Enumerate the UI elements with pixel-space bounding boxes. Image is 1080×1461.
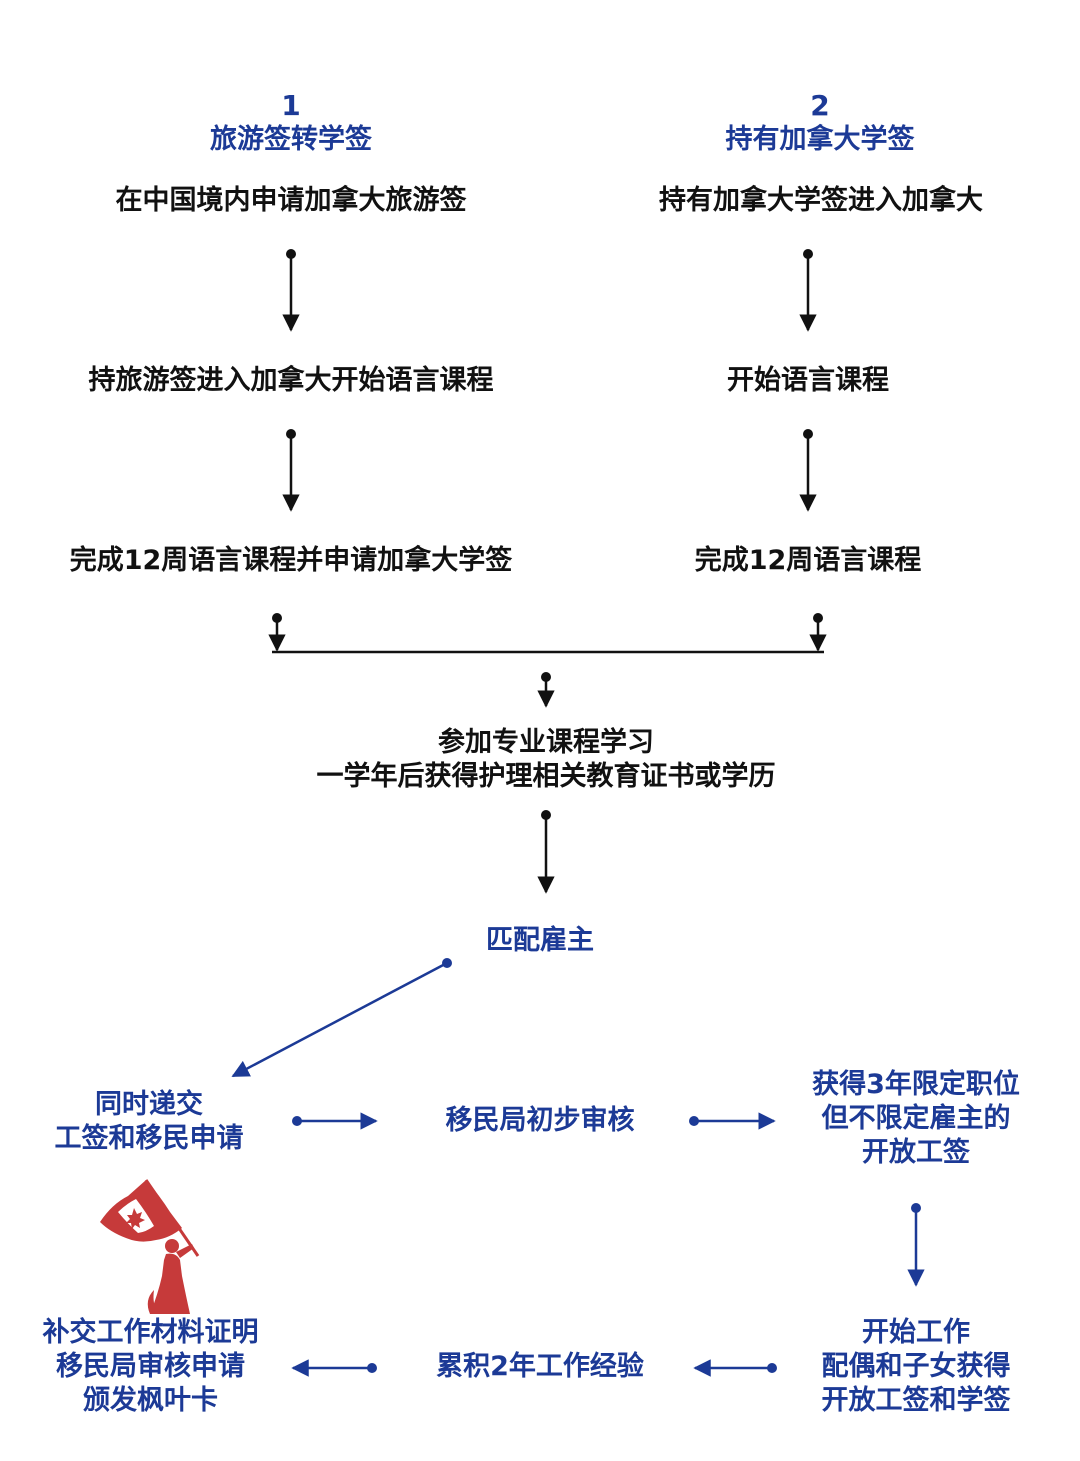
arrow-review-to-permit (689, 1112, 776, 1130)
open-work-permit: 获得3年限定职位 但不限定雇主的 开放工签 (780, 1068, 1052, 1169)
path2-number: 2 (810, 89, 830, 122)
arrow-permit-to-work (907, 1203, 925, 1287)
path1-number: 1 (281, 89, 301, 122)
arrow-to-employer (537, 810, 555, 894)
open-permit-line1: 获得3年限定职位 (812, 1069, 1020, 1100)
arrow-right-1 (799, 249, 817, 332)
start-work-line1: 开始工作 (862, 1317, 970, 1348)
arrow-merge-down (537, 672, 555, 708)
path1-step1: 在中国境内申请加拿大旅游签 (115, 185, 467, 216)
path1-step3: 完成12周语言课程并申请加拿大学签 (69, 545, 513, 576)
submit-line1: 同时递交 (95, 1089, 203, 1120)
merged-step-line1: 参加专业课程学习 (438, 727, 654, 758)
submit-line2: 工签和移民申请 (54, 1122, 244, 1154)
initial-review: 移民局初步审核 (445, 1105, 635, 1136)
final-line3: 颁发枫叶卡 (83, 1384, 218, 1416)
path2-title: 持有加拿大学签 (725, 124, 915, 155)
open-permit-line3: 开放工签 (862, 1136, 970, 1168)
work-experience: 累积2年工作经验 (436, 1351, 644, 1382)
woman-with-canadian-flag-icon (100, 1179, 200, 1314)
submit-applications: 同时递交 工签和移民申请 (19, 1088, 279, 1156)
arrow-left-1 (282, 249, 300, 332)
merge-bracket (268, 613, 827, 654)
arrow-submit-to-review (292, 1112, 378, 1130)
match-employer: 匹配雇主 (486, 925, 594, 956)
path2-step1: 持有加拿大学签进入加拿大 (659, 185, 983, 216)
path2-step3: 完成12周语言课程 (694, 545, 922, 576)
arrow-experience-to-final (291, 1359, 377, 1377)
arrow-left-2 (282, 429, 300, 512)
merged-step-line2: 一学年后获得护理相关教育证书或学历 (316, 760, 776, 792)
arrow-right-2 (799, 429, 817, 512)
final-step: 补交工作材料证明 移民局审核申请 颁发枫叶卡 (8, 1316, 293, 1417)
path1-step2: 持旅游签进入加拿大开始语言课程 (88, 365, 494, 396)
path1-title: 旅游签转学签 (210, 124, 372, 155)
open-permit-line2: 但不限定雇主的 (821, 1102, 1011, 1134)
merged-step: 参加专业课程学习 一学年后获得护理相关教育证书或学历 (240, 726, 852, 794)
path2-step2: 开始语言课程 (727, 365, 889, 396)
start-work: 开始工作 配偶和子女获得 开放工签和学签 (786, 1316, 1046, 1417)
arrow-employer-to-submit (231, 958, 452, 1078)
final-line2: 移民局审核申请 (56, 1350, 245, 1382)
arrow-work-to-experience (693, 1359, 777, 1377)
start-work-line3: 开放工签和学签 (821, 1384, 1011, 1416)
start-work-line2: 配偶和子女获得 (821, 1350, 1011, 1382)
final-line1: 补交工作材料证明 (42, 1317, 259, 1348)
